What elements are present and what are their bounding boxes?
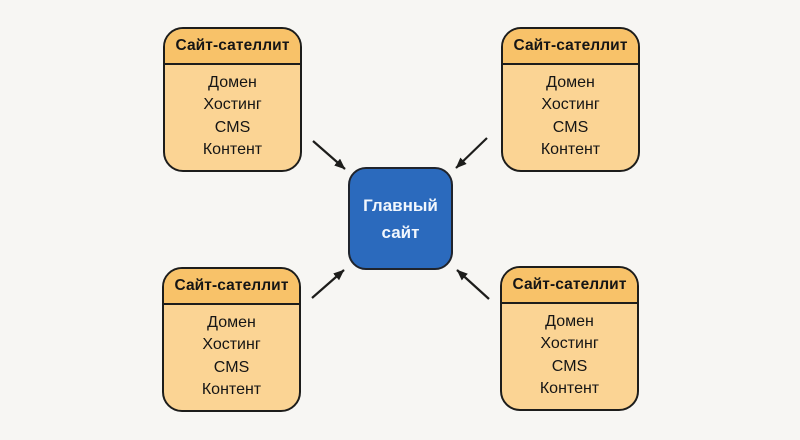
satellite-item: Хостинг [202, 336, 261, 354]
satellite-item: Домен [545, 312, 594, 330]
arrow-top-left-to-main [312, 140, 346, 170]
satellite-list: Домен Хостинг CMS Контент [164, 305, 299, 410]
main-node: Главный сайт [348, 167, 453, 270]
satellite-list: Домен Хостинг CMS Контент [502, 304, 637, 409]
satellite-item: CMS [214, 118, 251, 136]
satellite-title: Сайт-сателлит [502, 268, 637, 304]
satellite-title: Сайт-сателлит [165, 29, 300, 65]
satellite-node-bottom-right: Сайт-сателлит Домен Хостинг CMS Контент [500, 266, 639, 411]
arrow-top-right-to-main [455, 137, 488, 169]
satellite-item: Контент [202, 141, 263, 159]
satellite-item: Контент [201, 381, 262, 399]
satellite-title: Сайт-сателлит [503, 29, 638, 65]
satellite-item: Домен [207, 313, 256, 331]
satellite-item: Домен [546, 73, 595, 91]
satellite-list: Домен Хостинг CMS Контент [503, 65, 638, 170]
satellite-item: Хостинг [540, 335, 599, 353]
satellite-item: Контент [539, 380, 600, 398]
satellite-list: Домен Хостинг CMS Контент [165, 65, 300, 170]
arrow-bottom-left-to-main [311, 269, 345, 299]
satellite-item: Домен [208, 73, 257, 91]
satellite-title: Сайт-сателлит [164, 269, 299, 305]
satellite-item: CMS [551, 357, 588, 375]
satellite-item: Хостинг [541, 96, 600, 114]
satellite-node-top-right: Сайт-сателлит Домен Хостинг CMS Контент [501, 27, 640, 172]
satellite-item: Контент [540, 141, 601, 159]
arrow-bottom-right-to-main [456, 269, 490, 300]
satellite-item: CMS [552, 118, 589, 136]
satellite-item: Хостинг [203, 96, 262, 114]
satellite-node-top-left: Сайт-сателлит Домен Хостинг CMS Контент [163, 27, 302, 172]
satellite-node-bottom-left: Сайт-сателлит Домен Хостинг CMS Контент [162, 267, 301, 412]
satellite-item: CMS [213, 358, 250, 376]
